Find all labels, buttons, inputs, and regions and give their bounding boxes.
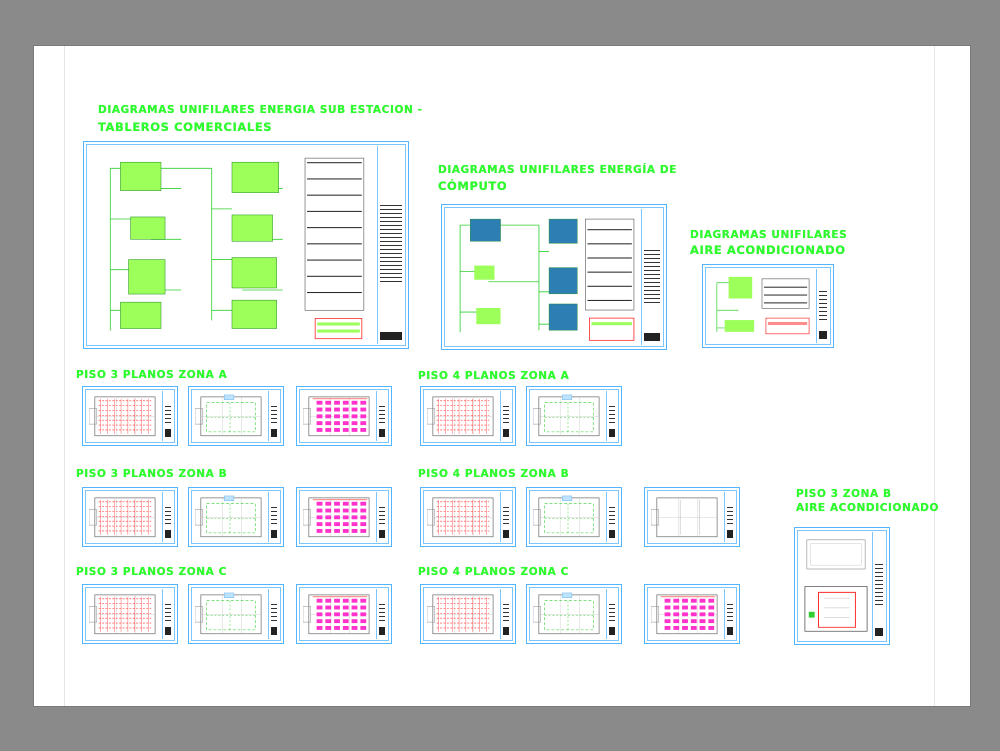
sheet-piso4-zona-b-datos[interactable] xyxy=(526,487,622,547)
floor-plan-piso4-zona-c-datos xyxy=(533,592,600,635)
label-piso3-zona-b: PISO 3 PLANOS ZONA B xyxy=(76,468,228,480)
label-sub-estacion-line2: TABLEROS COMERCIALES xyxy=(98,120,273,134)
label-piso4-zona-a: PISO 4 PLANOS ZONA A xyxy=(418,370,570,382)
floor-plan-piso3-zona-b-electrico xyxy=(89,497,156,538)
floor-plan-piso3-zona-a-datos xyxy=(195,394,262,437)
single-line-diagram-aire xyxy=(716,276,810,335)
sheet-piso4-zona-c-mobiliario[interactable] xyxy=(644,584,740,644)
floor-plan-piso3-zona-b-aire xyxy=(804,539,868,632)
single-line-diagram-sub-estacion xyxy=(109,157,365,340)
sheet-piso3-zona-b-electrico[interactable] xyxy=(82,487,178,547)
label-computo-line2: CÓMPUTO xyxy=(438,179,508,193)
sheet-piso4-zona-b-electrico[interactable] xyxy=(420,487,516,547)
sheet-piso4-zona-a-electrico[interactable] xyxy=(420,386,516,446)
sheet-piso3-zona-a-mobiliario[interactable] xyxy=(296,386,392,446)
label-piso3-zona-b-aire-line1: PISO 3 ZONA B xyxy=(796,488,892,500)
floor-plan-piso3-zona-b-datos xyxy=(195,495,262,538)
sheet-margin-right xyxy=(934,46,935,706)
label-piso3-zona-b-aire-line2: AIRE ACONDICIONADO xyxy=(796,502,940,514)
floor-plan-piso4-zona-b-base xyxy=(651,497,718,538)
floor-plan-piso4-zona-b-electrico xyxy=(427,497,494,538)
floor-plan-piso3-zona-b-mobiliario xyxy=(303,497,370,538)
sheet-piso4-zona-b-base[interactable] xyxy=(644,487,740,547)
sheet-piso3-zona-a-datos[interactable] xyxy=(188,386,284,446)
floor-plan-piso3-zona-c-electrico xyxy=(89,594,156,635)
label-piso3-zona-c: PISO 3 PLANOS ZONA C xyxy=(76,566,227,578)
label-piso4-zona-c: PISO 4 PLANOS ZONA C xyxy=(418,566,569,578)
sheet-piso4-zona-c-datos[interactable] xyxy=(526,584,622,644)
floor-plan-piso4-zona-a-datos xyxy=(533,394,600,437)
label-aire-line2: AIRE ACONDICIONADO xyxy=(690,243,846,257)
sheet-piso4-zona-c-electrico[interactable] xyxy=(420,584,516,644)
sheet-diagrama-computo[interactable] xyxy=(441,204,667,350)
label-piso3-zona-a: PISO 3 PLANOS ZONA A xyxy=(76,369,228,381)
sheet-piso3-zona-c-datos[interactable] xyxy=(188,584,284,644)
sheet-piso3-zona-b-datos[interactable] xyxy=(188,487,284,547)
sheet-piso3-zona-c-mobiliario[interactable] xyxy=(296,584,392,644)
floor-plan-piso4-zona-a-electrico xyxy=(427,396,494,437)
sheet-piso3-zona-b-mobiliario[interactable] xyxy=(296,487,392,547)
floor-plan-piso4-zona-b-datos xyxy=(533,495,600,538)
label-aire-line1: DIAGRAMAS UNIFILARES xyxy=(690,229,848,241)
label-computo-line1: DIAGRAMAS UNIFILARES ENERGÍA DE xyxy=(438,164,677,176)
floor-plan-piso3-zona-a-electrico xyxy=(89,396,156,437)
sheet-margin-left xyxy=(64,46,65,706)
sheet-piso4-zona-a-datos[interactable] xyxy=(526,386,622,446)
floor-plan-piso3-zona-c-mobiliario xyxy=(303,594,370,635)
sheet-diagrama-sub-estacion[interactable] xyxy=(83,141,409,349)
sheet-diagrama-aire[interactable] xyxy=(702,264,834,348)
floor-plan-piso4-zona-c-mobiliario xyxy=(651,594,718,635)
label-piso4-zona-b: PISO 4 PLANOS ZONA B xyxy=(418,468,570,480)
sheet-piso3-zona-c-electrico[interactable] xyxy=(82,584,178,644)
single-line-diagram-computo xyxy=(459,218,635,341)
floor-plan-piso4-zona-c-electrico xyxy=(427,594,494,635)
label-sub-estacion-line1: DIAGRAMAS UNIFILARES ENERGIA SUB ESTACIO… xyxy=(98,104,423,116)
sheet-piso3-zona-b-aire[interactable] xyxy=(794,527,890,645)
floor-plan-piso3-zona-a-mobiliario xyxy=(303,396,370,437)
sheet-piso3-zona-a-electrico[interactable] xyxy=(82,386,178,446)
floor-plan-piso3-zona-c-datos xyxy=(195,592,262,635)
